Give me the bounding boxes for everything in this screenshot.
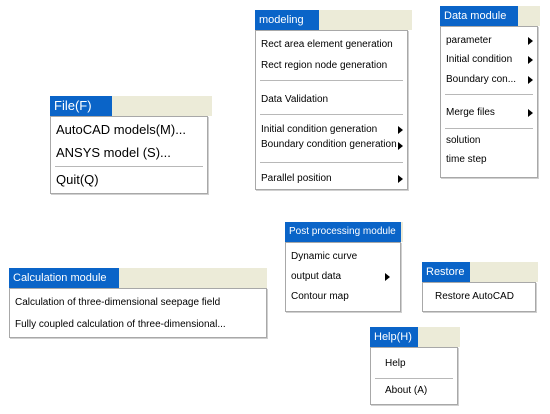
menu-item-label: Parallel position xyxy=(261,173,332,184)
menu-item-help[interactable]: Help xyxy=(385,358,406,369)
submenu-arrow-icon xyxy=(398,175,403,183)
data-module-menu-body: parameter Initial condition Boundary con… xyxy=(440,26,538,178)
menu-item-ansys-model[interactable]: ANSYS model (S)... xyxy=(56,145,171,160)
calculation-menu-body: Calculation of three-dimensional seepage… xyxy=(9,288,267,338)
menu-item-label: Merge files xyxy=(446,107,495,118)
help-menu-title[interactable]: Help(H) xyxy=(370,327,418,347)
modeling-menu-title[interactable]: modeling xyxy=(255,10,319,30)
menu-item-dynamic-curve[interactable]: Dynamic curve xyxy=(291,251,358,262)
menu-item-label: parameter xyxy=(446,35,492,46)
menu-item-fully-coupled-calculation[interactable]: Fully coupled calculation of three-dimen… xyxy=(15,319,226,330)
menu-item-contour-map[interactable]: Contour map xyxy=(291,291,349,302)
menu-item-merge-files[interactable]: Merge files xyxy=(441,107,537,119)
menu-item-initial-condition-generation[interactable]: Initial condition generation xyxy=(256,124,407,136)
menu-item-boundary-condition-generation[interactable]: Boundary condition generation xyxy=(256,139,407,151)
menu-item-label: Initial condition generation xyxy=(261,124,378,135)
menu-item-rect-region-node-generation[interactable]: Rect region node generation xyxy=(261,60,388,71)
file-menu-title[interactable]: File(F) xyxy=(50,96,112,116)
menu-item-parameter[interactable]: parameter xyxy=(441,35,537,47)
modeling-menu-body: Rect area element generation Rect region… xyxy=(255,30,408,190)
submenu-arrow-icon xyxy=(528,37,533,45)
data-module-menu: Data module parameter Initial condition … xyxy=(440,6,540,178)
help-menu: Help(H) Help About (A) xyxy=(370,327,460,405)
menu-item-data-validation[interactable]: Data Validation xyxy=(261,94,329,105)
help-menu-body: Help About (A) xyxy=(370,347,458,405)
post-processing-menu: Post processing module Dynamic curve out… xyxy=(285,222,403,312)
menu-separator xyxy=(260,114,403,115)
menu-item-label: Boundary condition generation xyxy=(261,139,397,150)
modeling-menu: modeling Rect area element generation Re… xyxy=(255,10,412,190)
calculation-menu-title[interactable]: Calculation module xyxy=(9,268,119,288)
menu-separator xyxy=(260,162,403,163)
menu-item-initial-condition[interactable]: Initial condition xyxy=(441,54,537,66)
menu-item-rect-area-element-generation[interactable]: Rect area element generation xyxy=(261,39,393,50)
file-menu-body: AutoCAD models(M)... ANSYS model (S)... … xyxy=(50,116,208,194)
menu-separator xyxy=(375,378,453,379)
menu-item-label: Boundary con... xyxy=(446,74,517,85)
menu-item-restore-autocad[interactable]: Restore AutoCAD xyxy=(435,291,514,302)
menu-item-boundary-condition[interactable]: Boundary con... xyxy=(441,74,537,86)
restore-menu: Restore Restore AutoCAD xyxy=(422,262,538,312)
post-processing-menu-body: Dynamic curve output data Contour map xyxy=(285,242,401,312)
submenu-arrow-icon xyxy=(398,142,403,150)
submenu-arrow-icon xyxy=(528,109,533,117)
post-processing-menu-title[interactable]: Post processing module xyxy=(285,222,401,242)
menu-item-output-data[interactable]: output data xyxy=(286,271,400,283)
menu-item-quit[interactable]: Quit(Q) xyxy=(56,172,99,187)
menu-separator xyxy=(445,94,533,95)
submenu-arrow-icon xyxy=(528,56,533,64)
menu-item-autocad-models[interactable]: AutoCAD models(M)... xyxy=(56,122,187,137)
menu-item-solution[interactable]: solution xyxy=(446,135,481,146)
menu-item-parallel-position[interactable]: Parallel position xyxy=(256,173,407,185)
menu-item-time-step[interactable]: time step xyxy=(446,154,487,165)
restore-menu-title[interactable]: Restore xyxy=(422,262,470,282)
menu-item-label: output data xyxy=(291,271,342,282)
submenu-arrow-icon xyxy=(398,126,403,134)
submenu-arrow-icon xyxy=(385,273,390,281)
restore-menu-body: Restore AutoCAD xyxy=(422,282,536,312)
menu-item-label: Initial condition xyxy=(446,54,513,65)
menu-item-about[interactable]: About (A) xyxy=(385,385,428,396)
menu-separator xyxy=(445,128,533,129)
menu-separator xyxy=(55,166,203,167)
file-menu: File(F) AutoCAD models(M)... ANSYS model… xyxy=(50,96,212,194)
menu-separator xyxy=(260,80,403,81)
calculation-menu: Calculation module Calculation of three-… xyxy=(9,268,267,338)
data-module-menu-title[interactable]: Data module xyxy=(440,6,518,26)
submenu-arrow-icon xyxy=(528,76,533,84)
menu-item-three-dimensional-seepage-field[interactable]: Calculation of three-dimensional seepage… xyxy=(15,297,221,308)
